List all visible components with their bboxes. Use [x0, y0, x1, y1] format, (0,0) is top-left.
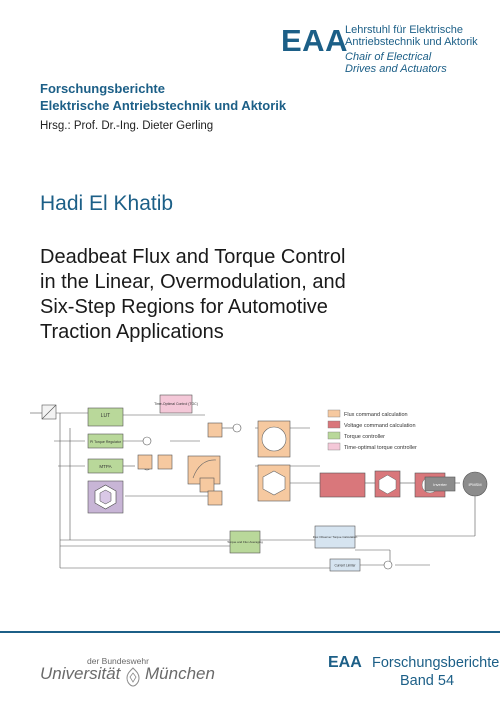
series-title: Forschungsberichte Elektrische Antriebst…	[40, 80, 286, 114]
legend-flux: Flux command calculation	[344, 412, 408, 418]
torque-flux-averaging-block	[229, 530, 261, 554]
footer-series: Forschungsberichte	[372, 655, 500, 671]
book-title: Deadbeat Flux and Torque Control in the …	[40, 245, 480, 345]
mtpa-block	[87, 458, 124, 474]
legend-voltage: Voltage command calculation	[344, 423, 416, 429]
editor-line: Hrsg.: Prof. Dr.-Ing. Dieter Gerling	[40, 120, 214, 132]
title-line1: Deadbeat Flux and Torque Control	[40, 246, 346, 268]
torque-flux-averaging-label: Torque and Flux Averaging	[227, 540, 263, 544]
flux-observer-block	[314, 525, 356, 549]
mtpa-label: MTPA	[99, 464, 111, 469]
chair-de-line1: Lehrstuhl für Elektrische	[345, 24, 463, 36]
chair-name-german: Lehrstuhl für Elektrische Antriebstechni…	[345, 24, 495, 48]
eaa-logo: EAA	[281, 23, 348, 58]
current-limiter-block	[329, 558, 361, 572]
footer-volume: Band 54	[400, 673, 455, 689]
series-line2: Elektrische Antriebstechnik und Aktorik	[40, 98, 287, 113]
title-line2: in the Linear, Overmodulation, and	[40, 271, 346, 293]
chair-en-line1: Chair of Electrical	[345, 51, 432, 63]
ipmsm-label: IPMSM	[468, 482, 481, 487]
diagram-legend: Flux command calculation Voltage command…	[327, 409, 417, 451]
chair-en-line2: Drives and Actuators	[345, 63, 447, 75]
lut-block	[87, 407, 124, 427]
chair-de-line2: Antriebstechnik und Aktorik	[345, 36, 478, 48]
inverter-block	[424, 476, 456, 492]
voltage-command-block	[319, 472, 366, 498]
university-subtitle: der Bundeswehr	[87, 656, 149, 666]
current-limiter-label: Current Limiter	[334, 564, 356, 568]
series-line1: Forschungsberichte	[40, 81, 165, 96]
legend-time-optimal: Time-optimal torque controller	[344, 445, 417, 451]
footer-eaa-logo: EAA	[328, 654, 362, 671]
toc-block	[159, 394, 193, 414]
author-name: Hadi El Khatib	[40, 192, 174, 215]
toc-label: Time-Optimal Control (TOC)	[154, 402, 198, 406]
title-line4: Traction Applications	[40, 321, 224, 343]
pi-torque-label: PI Torque Regulator	[90, 440, 122, 444]
university-emblem-icon	[126, 667, 140, 687]
university-name-left: Universität	[40, 664, 121, 683]
legend-torque: Torque controller	[344, 434, 385, 440]
title-line3: Six-Step Regions for Automotive	[40, 296, 328, 318]
chair-name-english: Chair of Electrical Drives and Actuators	[345, 51, 495, 75]
ipmsm-motor	[462, 471, 488, 497]
lut-label: LUT	[101, 413, 110, 419]
university-name-right: München	[145, 664, 215, 683]
control-block-diagram: LUT PI Torque Regulator MTPA Time-Optima…	[30, 394, 488, 572]
inverter-label: Inverter	[433, 482, 447, 487]
flux-observer-label: Flux Observer Torque Calculation	[313, 535, 358, 539]
footer-divider	[0, 631, 500, 633]
pi-torque-block	[87, 433, 124, 449]
